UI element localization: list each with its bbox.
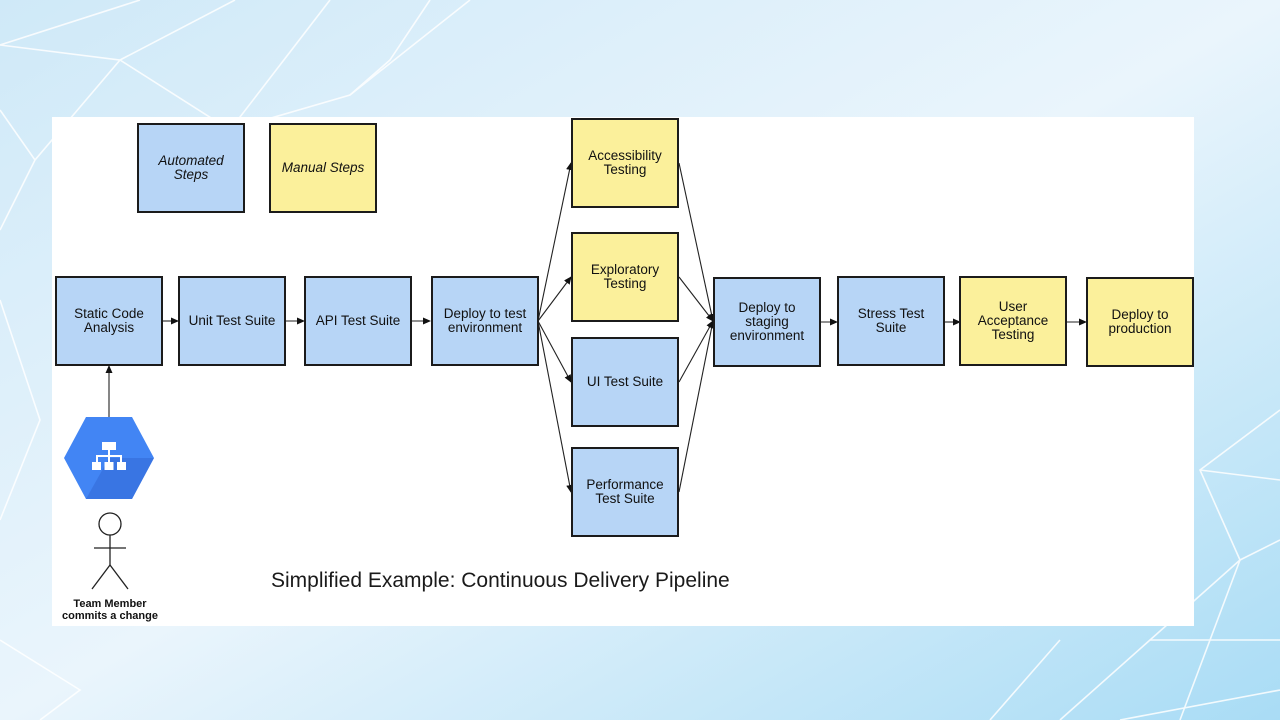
node-label: UI Test Suite [586,374,664,389]
node-label: Unit Test Suite [188,313,276,328]
node-deploy-staging-environment: Deploy to staging environment [713,277,821,367]
team-member-stick-figure-icon [91,512,129,590]
node-label: Deploy to test environment [443,306,527,335]
team-member-label: Team Member commits a change [62,598,158,622]
node-label: Accessibility Testing [588,148,662,177]
node-accessibility-testing: Accessibility Testing [571,118,679,208]
node-label: Exploratory Testing [590,262,660,291]
legend-automated-steps: Automated Steps [137,123,245,213]
node-label: Deploy to production [1108,307,1172,336]
legend-manual-label: Manual Steps [281,160,365,175]
node-api-test-suite: API Test Suite [304,276,412,366]
node-label: Static Code Analysis [74,306,144,335]
legend-automated-label: Automated Steps [158,153,224,182]
node-label: User Acceptance Testing [977,299,1049,342]
node-exploratory-testing: Exploratory Testing [571,232,679,322]
node-deploy-production: Deploy to production [1086,277,1194,367]
legend-manual-steps: Manual Steps [269,123,377,213]
node-performance-test-suite: Performance Test Suite [571,447,679,537]
node-label: Deploy to staging environment [729,300,805,343]
node-label: Performance Test Suite [586,477,664,506]
node-unit-test-suite: Unit Test Suite [178,276,286,366]
node-label: API Test Suite [315,313,401,328]
node-user-acceptance-testing: User Acceptance Testing [959,276,1067,366]
node-label: Stress Test Suite [857,306,925,335]
node-ui-test-suite: UI Test Suite [571,337,679,427]
diagram-title: Simplified Example: Continuous Delivery … [271,569,730,592]
node-stress-test-suite: Stress Test Suite [837,276,945,366]
source-repository-hexagon-icon [64,417,154,499]
node-deploy-test-environment: Deploy to test environment [431,276,539,366]
node-static-code-analysis: Static Code Analysis [55,276,163,366]
